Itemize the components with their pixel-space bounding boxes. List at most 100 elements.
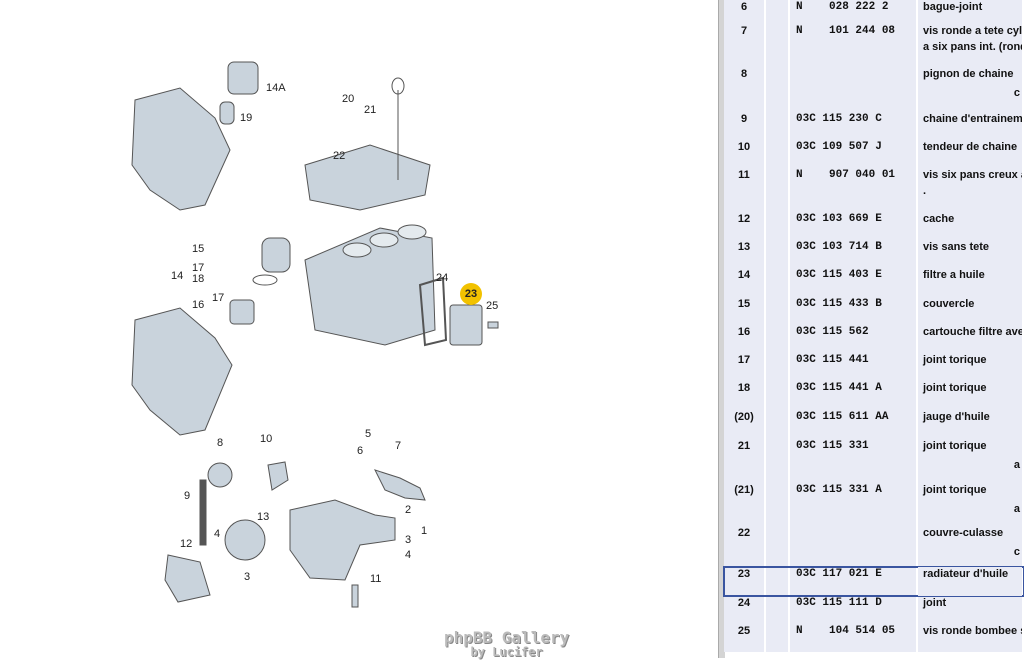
pickup-pipe-5: [374, 469, 426, 501]
description: joint torique: [923, 354, 987, 366]
watermark-line1: phpBB Gallery: [444, 628, 570, 647]
description-cell: couvercle: [918, 297, 1022, 325]
empty-cell: [766, 140, 788, 168]
item-number: 17: [724, 353, 764, 381]
description: tendeur de chaine: [923, 141, 1018, 153]
description-cell: vis ronde bombee s: [918, 624, 1022, 652]
part-number: N 907 040 01: [790, 168, 916, 212]
empty-cell: [766, 297, 788, 325]
callout-label: 1: [421, 525, 428, 537]
item-number: 12: [724, 212, 764, 240]
table-row[interactable]: 21 03C 115 331 joint torique a: [724, 439, 1024, 483]
empty-cell: [766, 325, 788, 353]
empty-cell: [766, 483, 788, 526]
description-cell: bague-joint: [918, 0, 1022, 24]
part-number: 03C 115 230 C: [790, 112, 916, 140]
description: vis sans tete: [923, 241, 990, 253]
item-number: 25: [724, 624, 764, 652]
description: couvercle: [923, 298, 975, 310]
engine-block: [304, 227, 436, 346]
filter-cartridge-16: [229, 299, 255, 325]
sprocket-8: [207, 462, 233, 488]
description-cell: chaine d'entrainement: [918, 112, 1022, 140]
callout-label: 17: [212, 292, 225, 304]
callout-label: 6: [357, 445, 364, 457]
empty-cell: [766, 526, 788, 568]
oil-filter-housing-bottom: [131, 307, 233, 436]
item-number: 6: [724, 0, 764, 24]
callout-label: 22: [333, 150, 346, 162]
empty-cell: [766, 268, 788, 297]
cover-12: [164, 554, 211, 603]
description-overflow: a: [1013, 459, 1020, 471]
item-number: 14: [724, 268, 764, 297]
scrollbar-divider[interactable]: [718, 0, 725, 658]
empty-cell: [766, 24, 788, 67]
part-number: 03C 115 403 E: [790, 268, 916, 297]
description: filtre a huile: [923, 269, 985, 281]
part-number: 03C 115 111 D: [790, 596, 916, 624]
callout-label: 3: [405, 534, 412, 546]
callout-label: 14: [171, 270, 184, 282]
empty-cell: [766, 240, 788, 268]
item-number: 21: [724, 439, 764, 483]
gasket-24: [418, 276, 448, 347]
item-number: 10: [724, 140, 764, 168]
oil-filter-14a: [227, 61, 259, 95]
callout-label: 7: [395, 440, 402, 452]
callout-label: 5: [365, 428, 372, 440]
item-number: 8: [724, 67, 764, 112]
item-number: (20): [724, 410, 764, 439]
empty-cell: [766, 0, 788, 24]
table-row[interactable]: 14 03C 115 403 E filtre a huile: [724, 268, 1024, 297]
empty-cell: [766, 212, 788, 240]
empty-cell: [766, 112, 788, 140]
description-cell: jauge d'huile: [918, 410, 1022, 439]
callout-label: 4: [214, 528, 221, 540]
description: cache: [923, 213, 955, 225]
description: jauge d'huile: [923, 411, 990, 423]
parts-diagram: 14A 19 20 21 22 15 17 18 14 17 16 24 23 …: [131, 61, 499, 608]
description-cell: joint torique: [918, 353, 1022, 381]
item-number: 22: [724, 526, 764, 568]
item-number: 11: [724, 168, 764, 212]
description: joint torique: [923, 382, 987, 394]
description-cell: joint torique: [918, 381, 1022, 410]
item-number: 15: [724, 297, 764, 325]
chain-tensioner-10: [267, 461, 289, 491]
description: joint torique: [923, 440, 987, 452]
chain-9: [199, 479, 207, 546]
part-number: 03C 115 331: [790, 439, 916, 483]
part-number: 03C 115 611 AA: [790, 410, 916, 439]
part-number: 03C 117 021 E: [790, 567, 916, 596]
item-number: 9: [724, 112, 764, 140]
filter-cover-15: [261, 237, 291, 273]
callout-label: 8: [217, 437, 224, 449]
description-overflow: a: [1013, 503, 1020, 515]
callout-label-highlighted[interactable]: 23: [460, 283, 482, 305]
description-overflow: c: [1013, 87, 1020, 99]
table-row[interactable]: (20) 03C 115 611 AA jauge d'huile: [724, 410, 1024, 439]
callout-label: 2: [405, 504, 412, 516]
empty-cell: [766, 567, 788, 596]
